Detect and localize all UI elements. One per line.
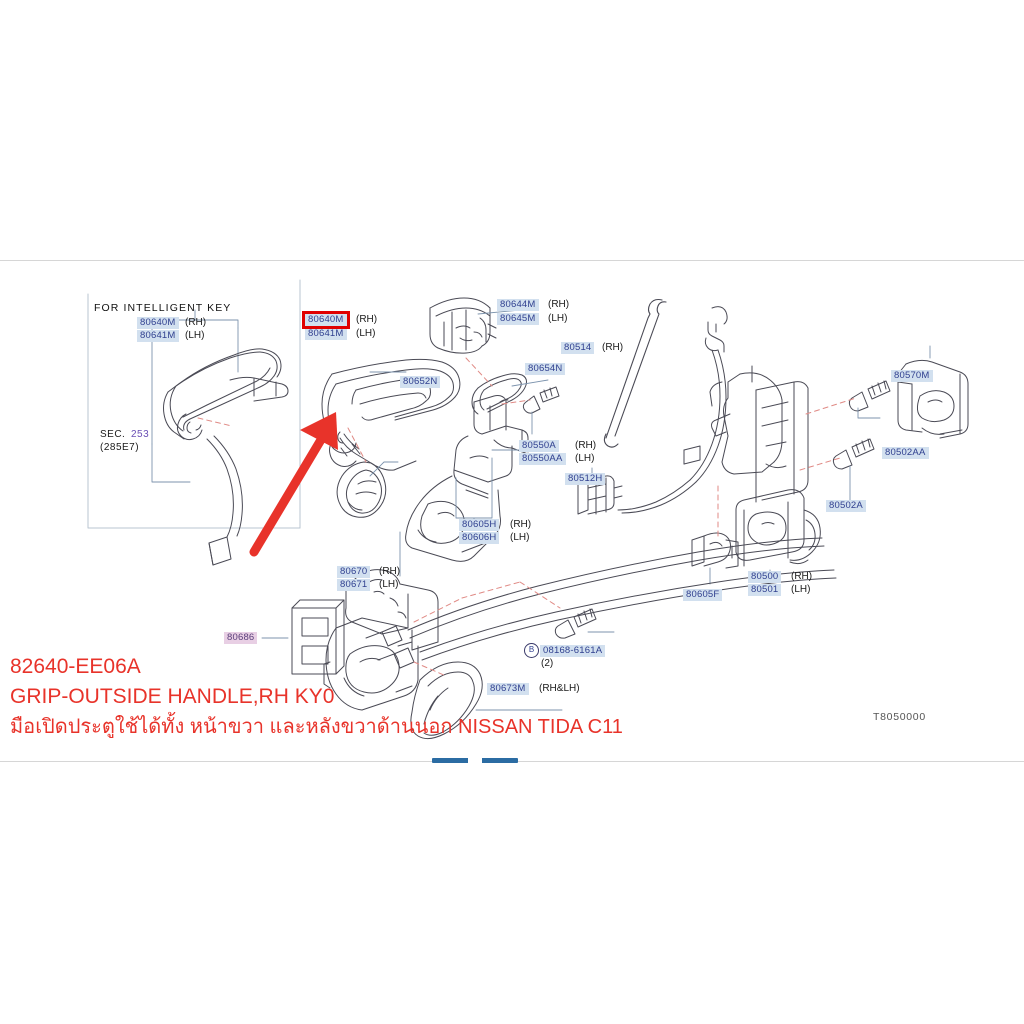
escutcheon-80686 (291, 599, 345, 675)
annotation-part-number: 82640-EE06A (10, 655, 141, 678)
handle-cap-80644M (429, 297, 497, 354)
section-ref-sub: (285E7) (100, 442, 140, 453)
part-label-80671[interactable]: 80671 (337, 579, 371, 591)
section-ref-label: SEC. (100, 429, 126, 440)
part-label-80550A[interactable]: 80550A (519, 440, 559, 452)
part-label-80670[interactable]: 80670 (337, 566, 371, 578)
part-side-80641M: (LH) (356, 328, 376, 339)
part-side-80514: (RH) (602, 342, 624, 353)
inside-handle-80670 (323, 569, 439, 711)
clip-80605F (691, 532, 739, 569)
part-label-80606H[interactable]: 80606H (459, 532, 500, 544)
top-divider (0, 260, 1024, 261)
part-label-80641M[interactable]: 80641M (305, 328, 347, 340)
outside-handle-main (321, 358, 461, 471)
part-label-80501[interactable]: 80501 (748, 584, 782, 596)
part-label-80673M[interactable]: 80673M (487, 683, 529, 695)
part-label-80641M-inset[interactable]: 80641M (137, 330, 179, 342)
bolt-badge-B: B (524, 643, 539, 658)
part-qty-08168: (2) (541, 658, 554, 669)
part-side-80640M: (RH) (356, 314, 378, 325)
part-label-80645M[interactable]: 80645M (497, 313, 539, 325)
part-side-80671: (LH) (379, 579, 399, 590)
part-label-80550AA[interactable]: 80550AA (519, 453, 566, 465)
part-side-80640M-inset: (RH) (185, 317, 207, 328)
annotation-description-thai: มือเปิดประตูใช้ได้ทั้ง หน้าขวา และหลังขว… (10, 716, 623, 738)
bolt-08168 (554, 608, 597, 639)
outer-cable (617, 306, 728, 514)
striker-80570M (897, 359, 969, 439)
part-side-80500: (RH) (791, 571, 813, 582)
part-side-80644M: (RH) (548, 299, 570, 310)
section-ref-number[interactable]: 253 (131, 429, 150, 440)
part-side-80605H: (RH) (510, 519, 532, 530)
part-label-80605F[interactable]: 80605F (683, 589, 723, 601)
part-label-80605H[interactable]: 80605H (459, 519, 500, 531)
part-side-80550AA: (LH) (575, 453, 595, 464)
screw-80502AA (848, 380, 891, 412)
inset-handle-drawing (163, 348, 289, 566)
clip-80512H (577, 475, 623, 515)
part-side-80673M: (RH&LH) (539, 683, 580, 694)
inset-title: FOR INTELLIGENT KEY (94, 302, 232, 314)
annotation-part-name: GRIP-OUTSIDE HANDLE,RH KY0 (10, 685, 335, 708)
inset-frame (87, 279, 301, 529)
key-cover-80654N (471, 373, 527, 415)
part-label-80652N[interactable]: 80652N (400, 376, 441, 388)
part-label-80654N[interactable]: 80654N (525, 363, 566, 375)
part-label-80644M[interactable]: 80644M (497, 299, 539, 311)
part-side-80645M: (LH) (548, 313, 568, 324)
screw-80550A (522, 386, 560, 414)
part-label-80512H[interactable]: 80512H (565, 473, 606, 485)
part-side-80501: (LH) (791, 584, 811, 595)
handle-bezel-80652N (336, 461, 387, 518)
annotation-caption: 82640-EE06A GRIP-OUTSIDE HANDLE,RH KY0 ม… (10, 652, 710, 742)
part-label-80502AA[interactable]: 80502AA (882, 447, 929, 459)
lock-rod-80514 (603, 298, 667, 448)
part-label-80570M[interactable]: 80570M (891, 370, 933, 382)
door-lock-assembly-80500 (683, 365, 821, 567)
part-side-80641M-inset: (LH) (185, 330, 205, 341)
part-side-80550A: (RH) (575, 440, 597, 451)
part-label-08168-6161A[interactable]: 08168-6161A (540, 645, 606, 657)
part-side-80670: (RH) (379, 566, 401, 577)
drawing-number: T8050000 (873, 711, 926, 723)
carousel-indicator[interactable] (432, 758, 518, 763)
part-side-80606H: (LH) (510, 532, 530, 543)
part-label-80502A[interactable]: 80502A (826, 500, 866, 512)
part-label-80640M[interactable]: 80640M (302, 311, 350, 329)
red-arrow-icon (249, 412, 338, 557)
part-label-80514[interactable]: 80514 (561, 342, 595, 354)
part-label-80500[interactable]: 80500 (748, 571, 782, 583)
part-label-80686[interactable]: 80686 (224, 632, 258, 644)
part-label-80640M-inset[interactable]: 80640M (137, 317, 179, 329)
cover-80673M (410, 661, 483, 740)
screw-80502A (832, 438, 875, 470)
